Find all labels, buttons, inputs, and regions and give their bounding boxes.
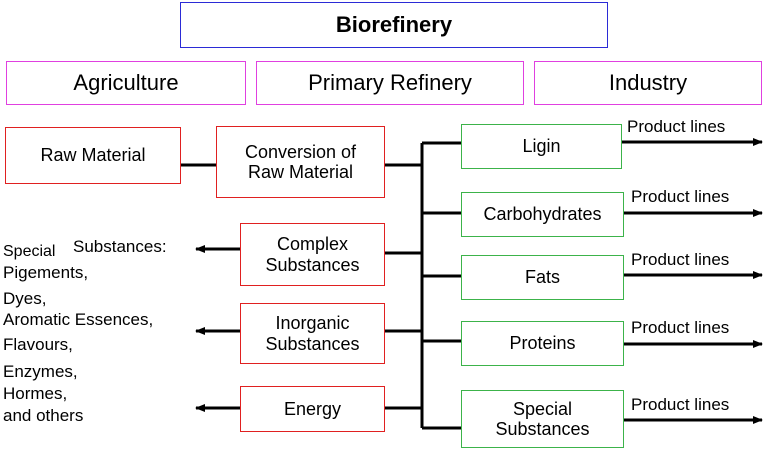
fats-box: Fats	[461, 255, 624, 300]
inorganic-label-line1: Inorganic	[275, 313, 350, 334]
special-substances-box: Special Substances	[461, 390, 624, 448]
category-agriculture: Agriculture	[6, 61, 246, 105]
conversion-box: Conversion of Raw Material	[216, 126, 385, 198]
special-label-line2: Substances	[495, 419, 590, 439]
carbohydrates-box: Carbohydrates	[461, 192, 624, 237]
raw-material-box: Raw Material	[5, 127, 181, 184]
complex-label-line2: Substances	[265, 254, 360, 275]
conversion-label-line1: Conversion of	[244, 141, 357, 162]
special-list-prefix: Special	[3, 243, 56, 260]
ligin-box: Ligin	[461, 124, 622, 169]
conversion-label-line2: Raw Material	[247, 162, 354, 182]
biorefinery-title: Biorefinery	[180, 2, 608, 48]
product-lines-label: Product lines	[631, 395, 730, 414]
special-list-item: Hormes,	[3, 384, 68, 403]
complex-label-line1: Complex	[276, 234, 349, 255]
product-lines-label: Product lines	[631, 187, 730, 206]
special-list-item: Dyes,	[3, 289, 47, 308]
special-list-item: Flavours,	[3, 335, 73, 354]
special-list-item: Pigements,	[3, 263, 89, 282]
proteins-box: Proteins	[461, 321, 624, 366]
category-industry: Industry	[534, 61, 762, 105]
special-list-heading: Substances:	[73, 237, 167, 256]
special-list-item: Aromatic Essences,	[3, 310, 154, 329]
complex-substances-box: Complex Substances	[240, 223, 385, 286]
energy-box: Energy	[240, 386, 385, 432]
inorganic-substances-box: Inorganic Substances	[240, 303, 385, 364]
product-lines-label: Product lines	[627, 117, 726, 136]
category-primary-refinery: Primary Refinery	[256, 61, 524, 105]
product-lines-label: Product lines	[631, 318, 730, 337]
special-label-line1: Special	[512, 398, 573, 419]
special-list-item: Enzymes,	[3, 362, 78, 381]
product-lines-label: Product lines	[631, 250, 730, 269]
special-list-item: and others	[3, 406, 84, 425]
inorganic-label-line2: Substances	[265, 333, 360, 354]
